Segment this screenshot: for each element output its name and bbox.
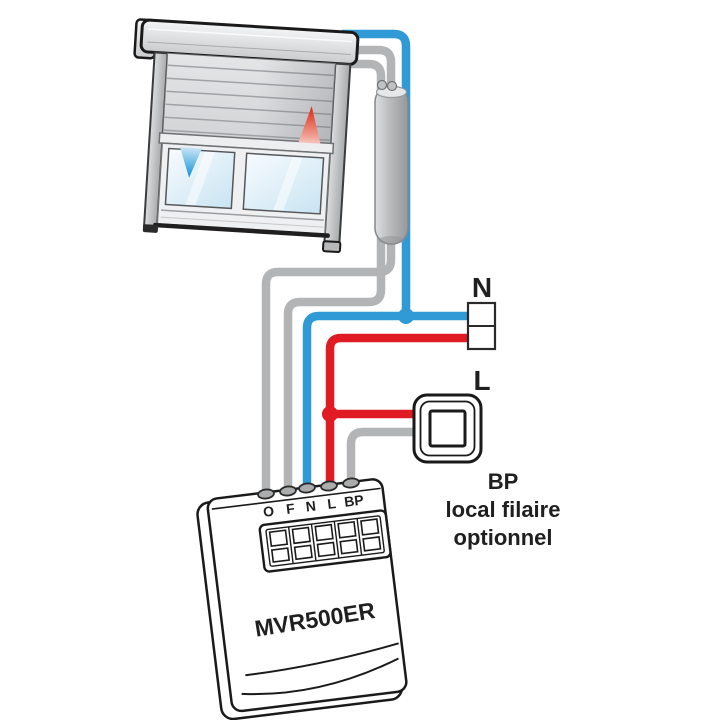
push-button-key <box>428 409 467 448</box>
module-terminal-label-n: N <box>305 497 317 514</box>
push-button-wire <box>346 427 416 487</box>
line-junction-dot <box>322 406 338 422</box>
conduit-sleeve <box>374 79 409 245</box>
control-module: O F N L BP MVR500ER <box>196 478 408 720</box>
motor-wire-f <box>283 59 386 495</box>
module-wire-holes <box>257 477 360 500</box>
down-arrow-icon <box>179 147 202 178</box>
module-terminal-block <box>258 509 392 573</box>
push-button-caption: BP local filaire optionnel <box>446 469 561 550</box>
wires <box>261 29 468 498</box>
module-terminal-label-bp: BP <box>343 492 364 510</box>
module-terminal-labels: O F N L BP <box>262 492 364 520</box>
module-terminal-label-o: O <box>262 503 275 520</box>
neutral-wire-main <box>342 29 411 316</box>
module-terminal-label-l: L <box>326 495 337 512</box>
mains-terminal-block: N L <box>466 272 497 396</box>
push-button <box>412 393 483 464</box>
rail-foot-right <box>321 240 342 254</box>
line-terminal-label: L <box>473 365 490 396</box>
push-button-caption-line3: optionnel <box>454 525 553 550</box>
push-button-caption-line2: local filaire <box>446 497 561 522</box>
window-sill <box>153 222 330 238</box>
module-terminal-label-f: F <box>285 500 296 517</box>
neutral-terminal-label: N <box>472 272 492 303</box>
line-wire-main <box>325 333 468 490</box>
neutral-junction-dot <box>398 308 414 324</box>
up-arrow-icon <box>298 106 321 144</box>
push-button-caption-line1: BP <box>488 469 519 494</box>
rail-foot-left <box>142 224 159 233</box>
motor-wire-o <box>261 45 396 498</box>
roller-shutter-window <box>133 18 360 254</box>
neutral-wire-to-module <box>302 311 406 492</box>
